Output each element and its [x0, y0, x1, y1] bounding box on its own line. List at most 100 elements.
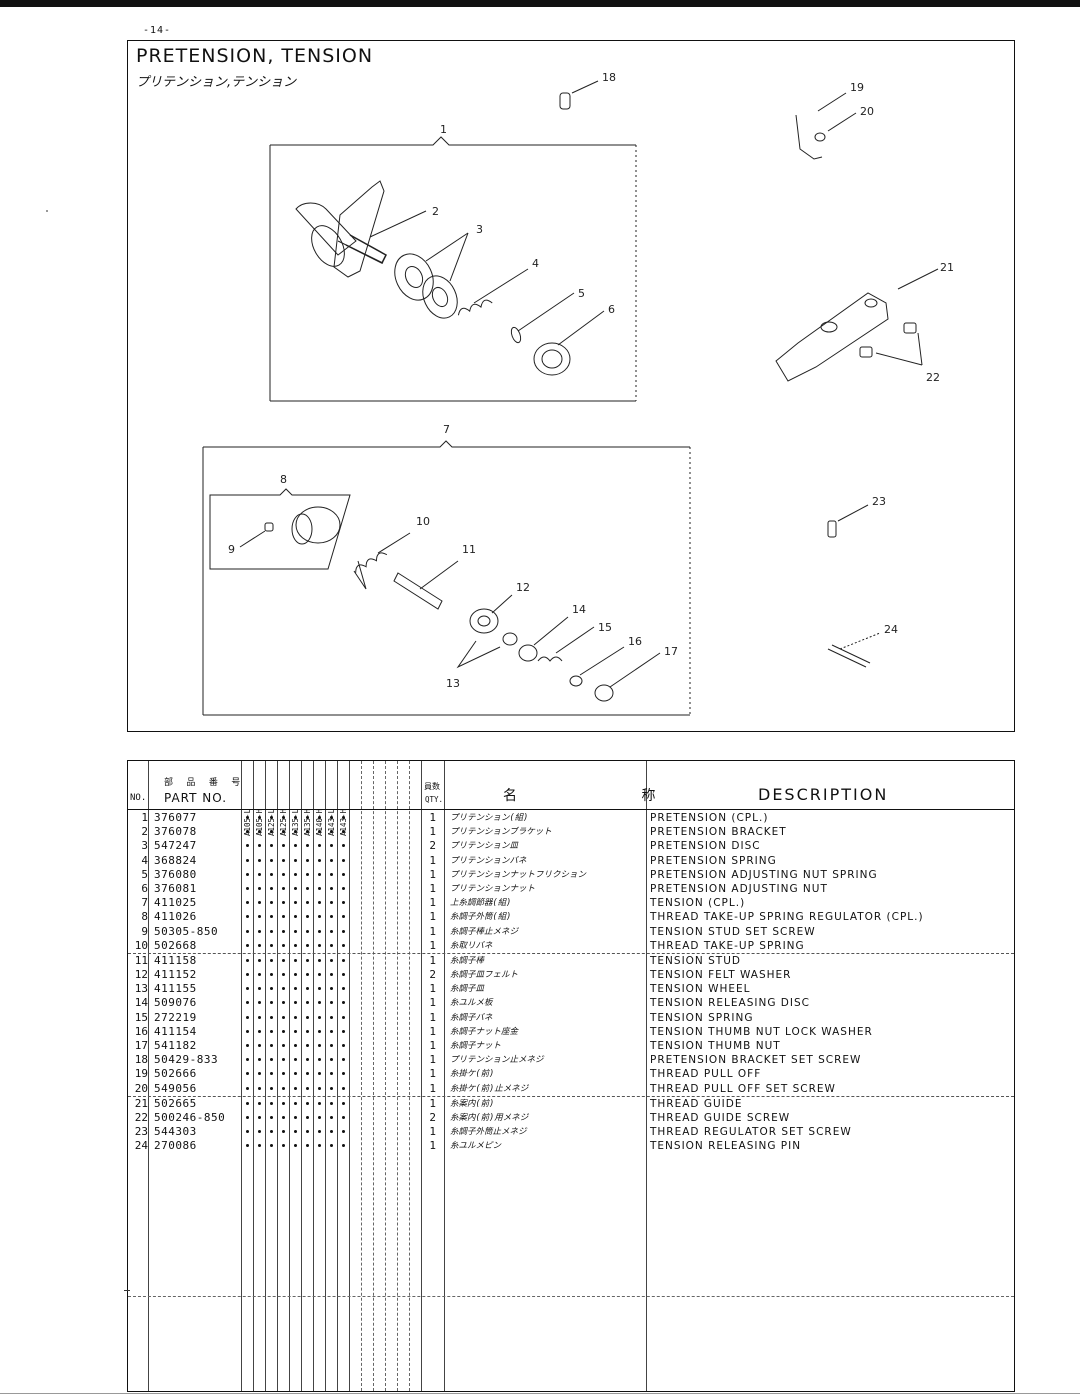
applicability-dot — [258, 872, 261, 876]
callout-24: 24 — [884, 623, 898, 636]
applicability-dot — [258, 1130, 261, 1134]
applicability-dot — [294, 915, 297, 919]
applicability-dot — [306, 858, 309, 862]
row-number: 11 — [134, 953, 148, 967]
applicability-dot — [282, 958, 285, 962]
applicability-dot — [270, 858, 273, 862]
row-part-no: 549056 — [154, 1081, 197, 1095]
applicability-dot — [246, 973, 249, 977]
applicability-dot — [270, 987, 273, 991]
row-number: 15 — [134, 1010, 148, 1024]
applicability-dot — [294, 1130, 297, 1134]
callout-19: 19 — [850, 81, 864, 94]
callout-4: 4 — [532, 257, 539, 270]
applicability-dot — [294, 1058, 297, 1062]
applicability-dot — [342, 1130, 345, 1134]
applicability-dot — [342, 1058, 345, 1062]
part-15-spring — [537, 656, 563, 662]
page-title-jp: プリテンション,テンション — [136, 75, 297, 90]
row-qty: 2 — [429, 1110, 436, 1124]
applicability-dot — [282, 858, 285, 862]
applicability-dot — [330, 943, 333, 947]
applicability-dot — [282, 1029, 285, 1033]
row-name-jp: プリテンションバネ — [450, 855, 527, 866]
row-part-no: 544303 — [154, 1125, 197, 1139]
applicability-dot — [294, 987, 297, 991]
applicability-dot — [282, 886, 285, 890]
part-6-nut — [533, 342, 571, 376]
row-description: PRETENSION SPRING — [650, 854, 777, 867]
applicability-dot — [342, 872, 345, 876]
applicability-dot — [306, 1044, 309, 1047]
applicability-dot — [294, 973, 297, 977]
applicability-dot — [246, 844, 249, 848]
applicability-dot — [318, 1130, 321, 1134]
applicability-dot — [294, 816, 297, 819]
applicability-dot — [306, 915, 309, 919]
applicability-dot — [318, 858, 321, 862]
page-bottom-line — [0, 1393, 1080, 1394]
applicability-dot — [258, 1101, 261, 1105]
table-lower-divider — [128, 1296, 1014, 1297]
group-8-frame — [209, 488, 351, 570]
row-part-no: 411155 — [154, 982, 197, 996]
row-part-no: 541182 — [154, 1039, 197, 1052]
header-part-jp: 部 品 番 号 — [164, 778, 245, 788]
applicability-dot — [342, 886, 345, 890]
applicability-dot — [270, 915, 273, 919]
row-name-jp: プリテンション皿 — [450, 841, 519, 852]
row-name-jp: 糸調子ナット座金 — [450, 1026, 519, 1037]
row-part-no: 547247 — [154, 839, 197, 853]
row-description: THREAD GUIDE — [650, 1097, 743, 1110]
applicability-dot — [342, 816, 345, 819]
applicability-dot — [246, 816, 249, 819]
row-qty: 1 — [429, 1039, 436, 1052]
applicability-dot — [258, 1115, 261, 1119]
row-qty: 1 — [429, 1139, 436, 1153]
applicability-dot — [330, 1001, 333, 1005]
applicability-dot — [258, 958, 261, 962]
applicability-dot — [330, 872, 333, 876]
row-number: 16 — [134, 1024, 148, 1038]
row-number: 24 — [134, 1139, 148, 1153]
applicability-dot — [270, 929, 273, 933]
row-number: 1 — [141, 811, 148, 824]
header-model: A105-H — [255, 808, 264, 836]
applicability-dot — [306, 1130, 309, 1134]
applicability-dot — [306, 816, 309, 819]
applicability-dot — [318, 872, 321, 876]
part-10-spring — [355, 552, 388, 573]
applicability-dot — [246, 1130, 249, 1134]
applicability-dot — [282, 929, 285, 933]
row-description: TENSION FELT WASHER — [650, 969, 792, 982]
margin-tick — [124, 1290, 130, 1291]
applicability-dot — [282, 1001, 285, 1005]
row-name-jp: 糸調子皿フェルト — [450, 970, 519, 981]
callout-11: 11 — [462, 543, 476, 556]
applicability-dot — [330, 830, 333, 834]
applicability-dot — [246, 987, 249, 991]
applicability-dot — [270, 943, 273, 947]
header-name-jp: 名 称 — [503, 788, 716, 804]
applicability-dot — [342, 858, 345, 862]
header-separator — [128, 809, 1014, 810]
row-description: PRETENSION DISC — [650, 840, 761, 853]
row-description: TENSION THUMB NUT LOCK WASHER — [650, 1025, 873, 1038]
applicability-dot — [294, 901, 297, 905]
applicability-dot — [270, 973, 273, 977]
applicability-dot — [294, 958, 297, 962]
applicability-dot — [246, 915, 249, 919]
part-18-screw — [559, 92, 571, 110]
row-description: PRETENSION ADJUSTING NUT SPRING — [650, 868, 878, 881]
applicability-dot — [342, 943, 345, 947]
row-description: TENSION SPRING — [650, 1011, 754, 1024]
applicability-dot — [318, 987, 321, 991]
applicability-dot — [282, 1058, 285, 1062]
group-1-bracket — [270, 136, 636, 146]
applicability-dot — [294, 830, 297, 834]
